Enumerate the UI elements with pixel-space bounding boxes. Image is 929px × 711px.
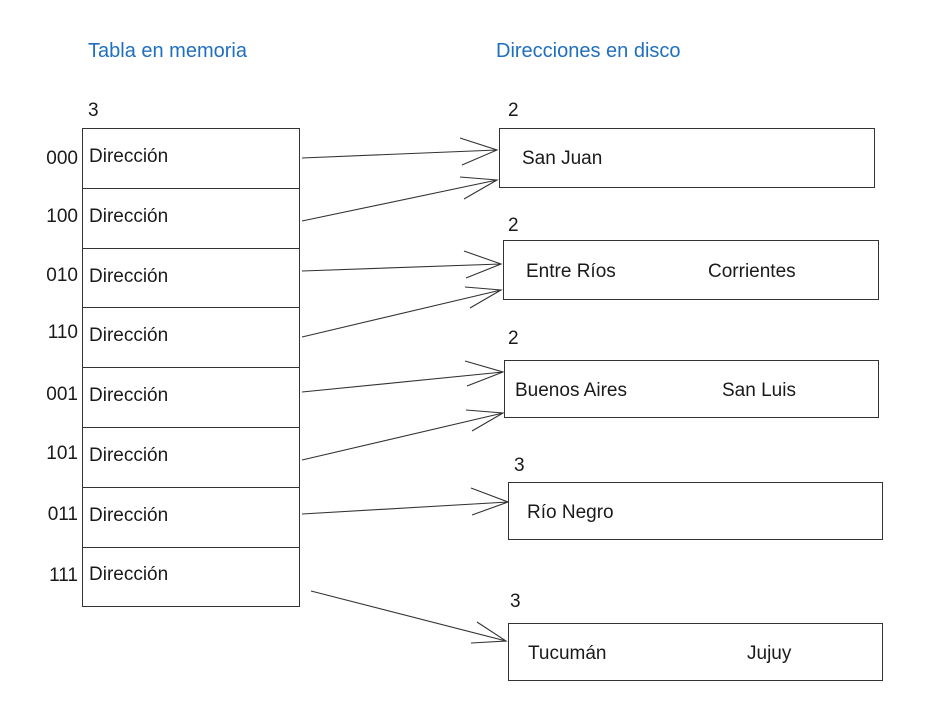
- directory-cell: Dirección: [89, 205, 169, 227]
- row-index: 101: [46, 443, 78, 464]
- bucket-local-depth: 2: [508, 215, 519, 236]
- directory-cell: Dirección: [89, 265, 169, 287]
- bucket-local-depth: 3: [514, 455, 525, 476]
- bucket-tucuman-jujuy: Tucumán Jujuy: [508, 623, 883, 681]
- row-index: 111: [49, 565, 78, 586]
- row-index: 010: [46, 265, 78, 286]
- directory-row: Dirección: [83, 189, 299, 249]
- disk-addresses-title: Direcciones en disco: [496, 40, 681, 62]
- memory-table-title: Tabla en memoria: [88, 40, 247, 62]
- bucket-record: Corrientes: [708, 261, 796, 282]
- bucket-record: Jujuy: [747, 643, 792, 664]
- row-index: 001: [46, 384, 78, 405]
- pointer-arrow: [301, 250, 503, 279]
- directory-row: Dirección: [83, 308, 299, 369]
- pointer-arrow: [301, 487, 510, 516]
- bucket-rio-negro: Río Negro: [508, 482, 883, 540]
- directory-row: Dirección: [83, 428, 299, 488]
- pointer-arrow: [301, 176, 499, 222]
- pointer-arrow: [310, 590, 508, 644]
- pointer-arrow: [301, 137, 499, 166]
- row-index: 011: [47, 504, 78, 525]
- directory-row: Dirección: [83, 129, 299, 189]
- directory-cell: Dirección: [89, 146, 169, 167]
- directory-row: Dirección: [83, 488, 299, 548]
- bucket-entre-rios-corrientes: Entre Ríos Corrientes: [503, 240, 879, 300]
- bucket-record: San Juan: [522, 148, 603, 169]
- bucket-san-juan: San Juan: [499, 128, 875, 188]
- global-depth: 3: [88, 100, 99, 121]
- row-index: 100: [46, 206, 78, 227]
- bucket-local-depth: 3: [510, 591, 521, 612]
- directory-cell: Dirección: [89, 563, 169, 585]
- bucket-buenos-aires-san-luis: Buenos Aires San Luis: [504, 360, 879, 418]
- bucket-record: Tucumán: [528, 643, 607, 664]
- bucket-local-depth: 2: [508, 328, 519, 349]
- pointer-arrow: [301, 409, 505, 461]
- bucket-record: Entre Ríos: [526, 261, 616, 282]
- bucket-record: Río Negro: [527, 502, 614, 523]
- row-index: 000: [46, 148, 78, 169]
- directory-cell: Dirección: [89, 385, 169, 407]
- pointer-arrow: [301, 286, 503, 338]
- directory-table: Dirección Dirección Dirección Dirección …: [82, 128, 300, 608]
- row-index: 110: [47, 322, 78, 343]
- directory-cell: Dirección: [89, 444, 169, 466]
- directory-row: Dirección: [83, 249, 299, 309]
- directory-row: Dirección: [83, 548, 299, 608]
- directory-cell: Dirección: [89, 325, 169, 347]
- directory-row: Dirección: [83, 368, 299, 428]
- bucket-local-depth: 2: [508, 100, 519, 121]
- bucket-record: San Luis: [722, 380, 796, 401]
- directory-cell: Dirección: [89, 504, 169, 526]
- pointer-arrow: [301, 360, 505, 393]
- bucket-record: Buenos Aires: [515, 380, 627, 401]
